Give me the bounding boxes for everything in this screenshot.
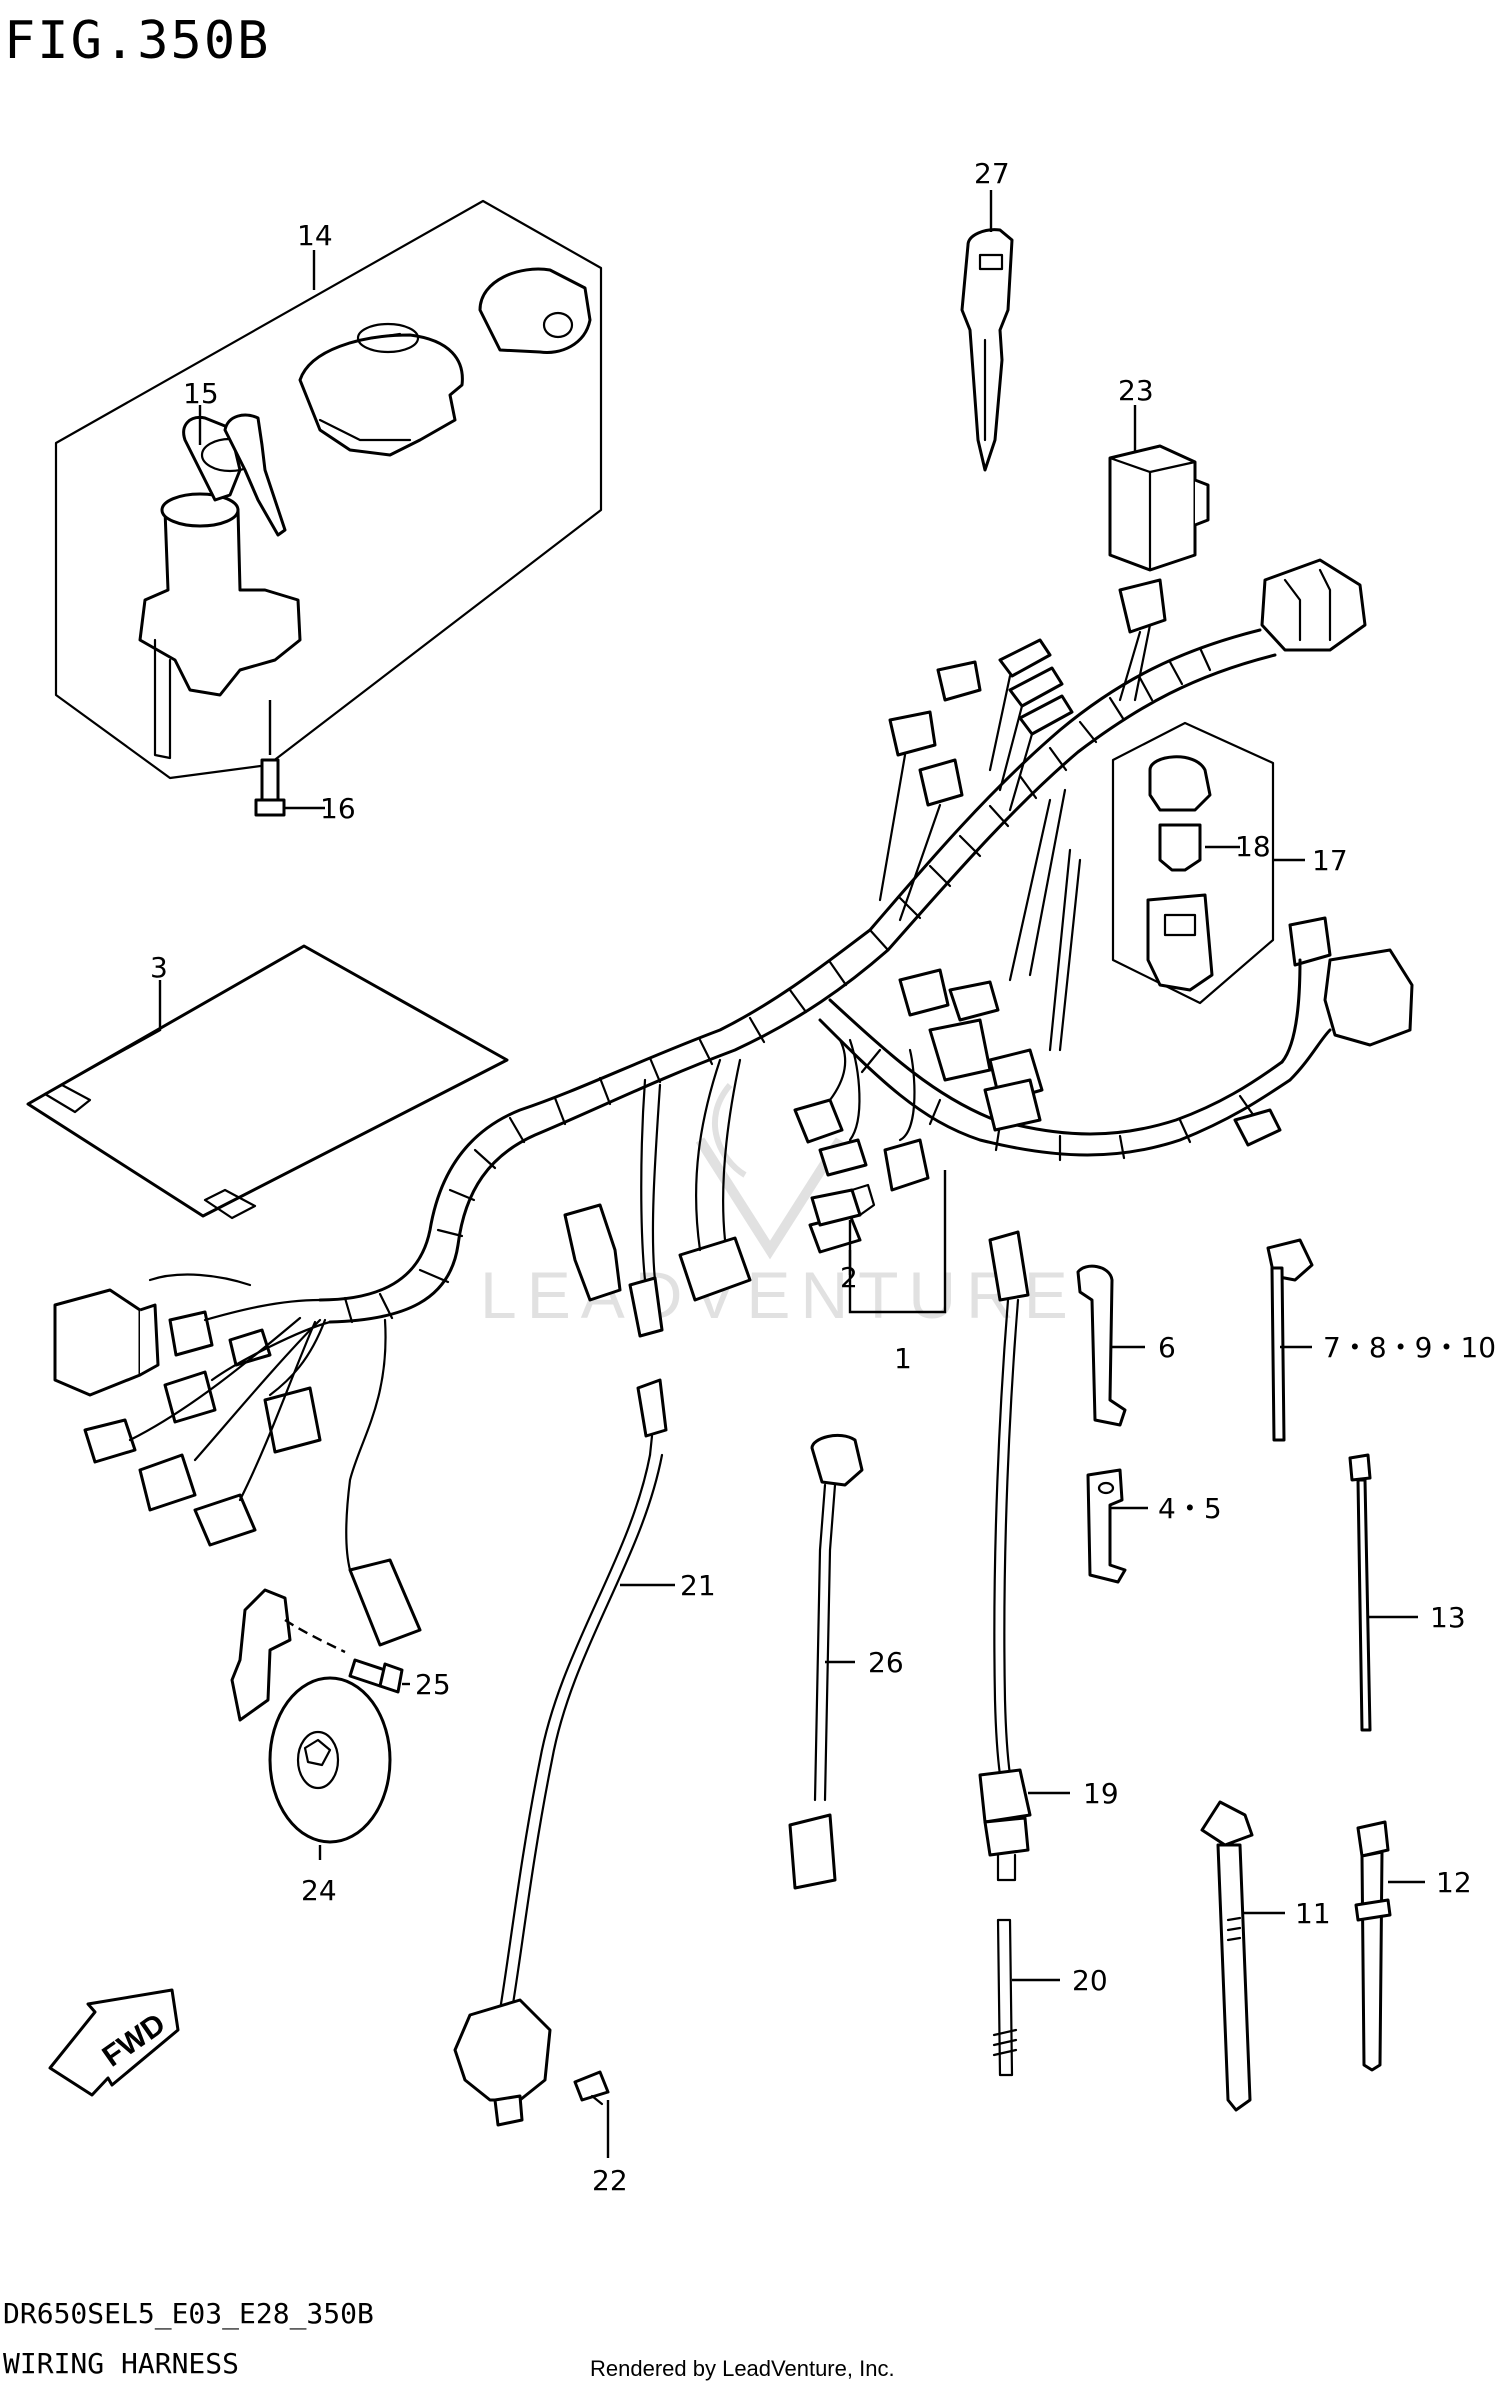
switch-21 bbox=[453, 1378, 668, 2127]
callout-27: 27 bbox=[974, 157, 1010, 190]
callout-4-5: 4・5 bbox=[1158, 1492, 1222, 1525]
horn-24 bbox=[230, 1588, 392, 1844]
callout-21: 21 bbox=[680, 1569, 716, 1602]
callout-7-10: 7・8・9・10 bbox=[1323, 1331, 1496, 1364]
callout-6: 6 bbox=[1158, 1331, 1176, 1364]
callout-2: 2 bbox=[840, 1261, 858, 1294]
callout-17: 17 bbox=[1312, 844, 1348, 877]
sensor-26 bbox=[788, 1434, 864, 1890]
callout-14: 14 bbox=[297, 219, 333, 252]
key-27 bbox=[960, 228, 1014, 472]
clamp-7-10 bbox=[1266, 1238, 1314, 1442]
band-13 bbox=[1348, 1453, 1372, 1732]
callout-numbers: 14 15 16 3 27 23 18 17 2 1 6 7・8・9・10 4・… bbox=[150, 157, 1496, 2197]
callout-16: 16 bbox=[320, 792, 356, 825]
callout-3: 3 bbox=[150, 951, 168, 984]
render-credit: Rendered by LeadVenture, Inc. bbox=[590, 2356, 895, 2381]
diagram-code: DR650SEL5_E03_E28_350B bbox=[3, 2297, 374, 2331]
callout-25: 25 bbox=[415, 1668, 451, 1701]
clamp-6 bbox=[1076, 1264, 1127, 1427]
ignition-switch-set bbox=[54, 199, 603, 780]
screw-22 bbox=[573, 2070, 610, 2106]
clamp-4-5 bbox=[1086, 1468, 1127, 1584]
callout-13: 13 bbox=[1430, 1601, 1466, 1634]
watermark-text: LEADVENTURE bbox=[480, 1258, 1078, 1332]
bolt-25 bbox=[348, 1658, 404, 1694]
manual-sheet-3 bbox=[26, 944, 509, 1220]
leadventure-watermark: LEADVENTURE bbox=[480, 1083, 1078, 1332]
callout-leaders bbox=[69, 190, 1425, 2158]
probe-20 bbox=[992, 1918, 1018, 2077]
bolt-16 bbox=[254, 700, 286, 817]
callout-20: 20 bbox=[1072, 1964, 1108, 1997]
relay-23 bbox=[1108, 444, 1210, 572]
callout-24: 24 bbox=[301, 1874, 337, 1907]
callout-18: 18 bbox=[1235, 830, 1271, 863]
callout-12: 12 bbox=[1436, 1866, 1472, 1899]
callout-15: 15 bbox=[183, 377, 219, 410]
callout-26: 26 bbox=[868, 1646, 904, 1679]
band-12 bbox=[1354, 1820, 1392, 2072]
callout-11: 11 bbox=[1295, 1897, 1331, 1930]
section-title: WIRING HARNESS bbox=[3, 2347, 239, 2380]
sensor-19 bbox=[978, 1230, 1032, 1882]
harness-connector-2 bbox=[810, 1183, 876, 1227]
wiring-harness-main bbox=[53, 558, 1414, 1647]
callout-23: 23 bbox=[1118, 374, 1154, 407]
callout-22: 22 bbox=[592, 2164, 628, 2197]
callout-19: 19 bbox=[1083, 1777, 1119, 1810]
band-11 bbox=[1200, 1800, 1254, 2112]
callout-1: 1 bbox=[894, 1342, 912, 1375]
figure-title: FIG.350B bbox=[4, 11, 270, 71]
fwd-arrow: FWD bbox=[48, 1988, 180, 2097]
fuse-box-group bbox=[1111, 721, 1275, 1005]
